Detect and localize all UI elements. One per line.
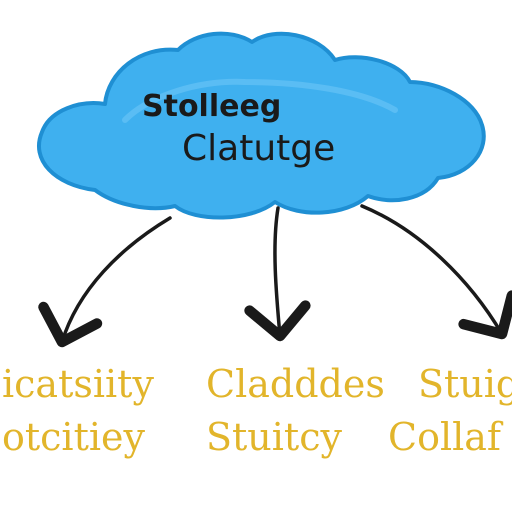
- target-right-line1: Stuig: [418, 362, 512, 406]
- target-left-line1: icatsiity: [2, 362, 154, 406]
- arrows: [38, 204, 512, 348]
- arrow-right: [360, 204, 512, 340]
- target-middle-line2: Stuitcy: [206, 415, 342, 459]
- cloud-shape: Stolleeg Clatutge: [36, 31, 486, 220]
- target-middle: Cladddes Stuitcy: [206, 362, 385, 459]
- cloud-title-line2: Clatutge: [182, 128, 335, 169]
- target-left: icatsiity otcitiey: [2, 362, 154, 459]
- arrow-middle: [244, 206, 311, 342]
- target-middle-line1: Cladddes: [206, 362, 385, 406]
- target-right: Stuig Collaf: [388, 362, 512, 459]
- target-right-line2: Collaf: [388, 415, 504, 459]
- cloud-title-line1: Stolleeg: [142, 89, 281, 124]
- arrow-left: [38, 216, 172, 348]
- target-left-line2: otcitiey: [2, 415, 145, 459]
